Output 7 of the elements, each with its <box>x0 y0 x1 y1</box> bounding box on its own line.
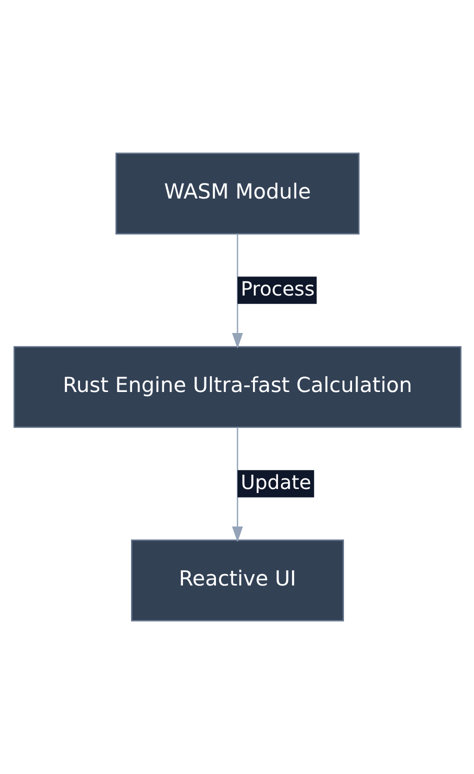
edge-label: Update <box>240 470 311 494</box>
edge-label: Process <box>240 277 314 300</box>
node-box: Reactive UI <box>130 540 344 622</box>
node-box: Rust Engine Ultra-fast Calculation <box>13 346 461 428</box>
arrow <box>232 427 242 542</box>
arrow <box>232 234 242 349</box>
node-box: WASM Module <box>114 152 360 234</box>
